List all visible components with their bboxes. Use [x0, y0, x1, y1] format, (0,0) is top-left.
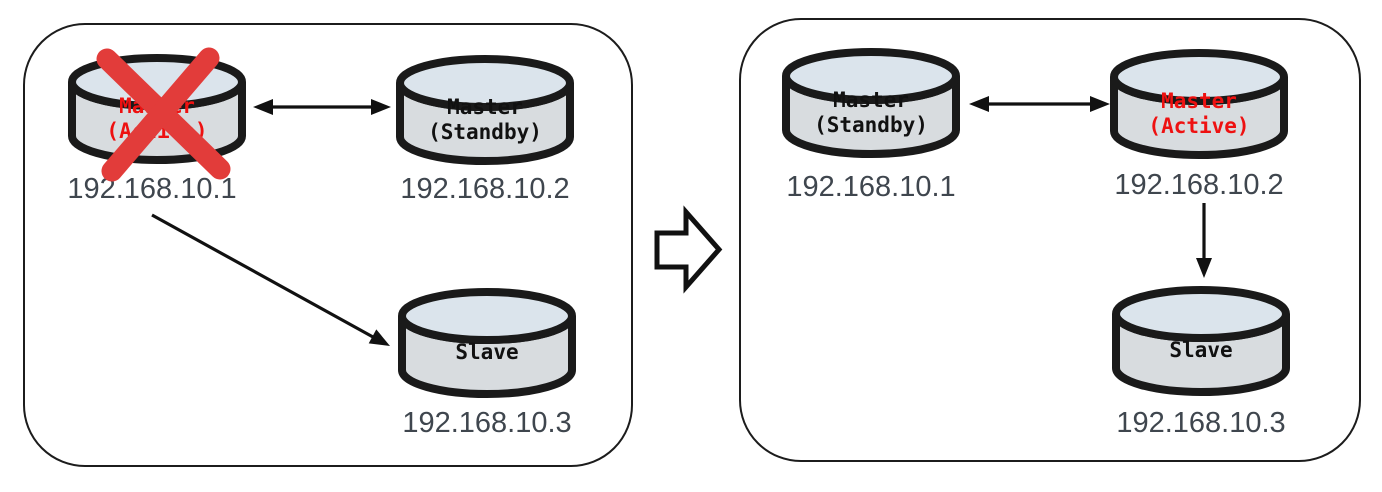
db-label-line1: Master: [1161, 89, 1237, 113]
db-label-line1: Master: [447, 95, 523, 119]
transition-arrow-icon: [654, 205, 723, 294]
db-node-master-standby: Master (Standby): [780, 46, 962, 160]
db-label: Slave: [1110, 338, 1292, 363]
db-node-master-standby: Master (Standby): [394, 53, 576, 167]
cylinder-top: [1110, 49, 1288, 105]
database-cylinder-icon: [782, 48, 960, 158]
ip-address-label: 192.168.10.3: [1116, 407, 1286, 439]
cylinder-top: [396, 55, 574, 111]
db-label-line2: (Standby): [428, 120, 542, 144]
db-label: Master (Standby): [394, 95, 576, 145]
ip-address-label: 192.168.10.3: [402, 407, 572, 439]
db-label-line2: (Active): [106, 119, 208, 143]
db-node-slave: Slave: [1110, 284, 1292, 398]
db-label: Master (Standby): [780, 88, 962, 138]
db-node-master-active: Master (Active): [1108, 47, 1290, 161]
db-label-line2: (Standby): [814, 113, 928, 137]
ip-address-label: 192.168.10.1: [786, 171, 956, 203]
db-label-line1: Slave: [1169, 338, 1233, 362]
cylinder-top: [1112, 286, 1290, 342]
db-label: Master (Active): [66, 94, 248, 144]
db-label-line2: (Active): [1148, 114, 1250, 138]
db-label-line1: Master: [119, 94, 195, 118]
database-cylinder-icon: [396, 55, 574, 165]
ip-address-label: 192.168.10.1: [67, 173, 237, 205]
db-label-line1: Slave: [455, 340, 519, 364]
database-cylinder-icon: [1112, 286, 1290, 396]
db-label: Master (Active): [1108, 89, 1290, 139]
db-label-line1: Master: [833, 88, 909, 112]
database-cylinder-icon: [1110, 49, 1288, 159]
db-node-master-active-failed: Master (Active): [66, 52, 248, 166]
db-node-slave: Slave: [396, 286, 578, 400]
cylinder-top: [398, 288, 576, 344]
ip-address-label: 192.168.10.2: [1114, 169, 1284, 201]
db-label: Slave: [396, 340, 578, 365]
ip-address-label: 192.168.10.2: [400, 173, 570, 205]
cylinder-top: [782, 48, 960, 104]
database-cylinder-icon: [398, 288, 576, 398]
